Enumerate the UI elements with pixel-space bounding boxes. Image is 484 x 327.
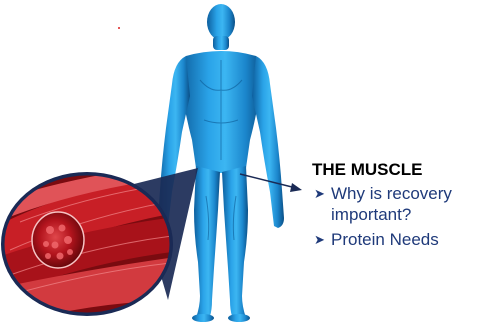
muscle-text-block: THE MUSCLE ➤ Why is recovery important? … xyxy=(312,160,452,250)
human-body-figure xyxy=(158,4,284,322)
section-heading: THE MUSCLE xyxy=(312,160,452,180)
arrow-right-icon: ➤ xyxy=(314,183,325,204)
bullet-protein-line1: Protein Needs xyxy=(331,229,452,250)
red-dot xyxy=(118,27,120,29)
bullet-recovery: ➤ Why is recovery important? xyxy=(312,183,452,225)
arrow-right-icon: ➤ xyxy=(314,229,325,250)
bullet-recovery-line1: Why is recovery xyxy=(331,183,452,204)
bullet-protein: ➤ Protein Needs xyxy=(312,229,452,250)
bullet-recovery-line2: important? xyxy=(331,204,452,225)
